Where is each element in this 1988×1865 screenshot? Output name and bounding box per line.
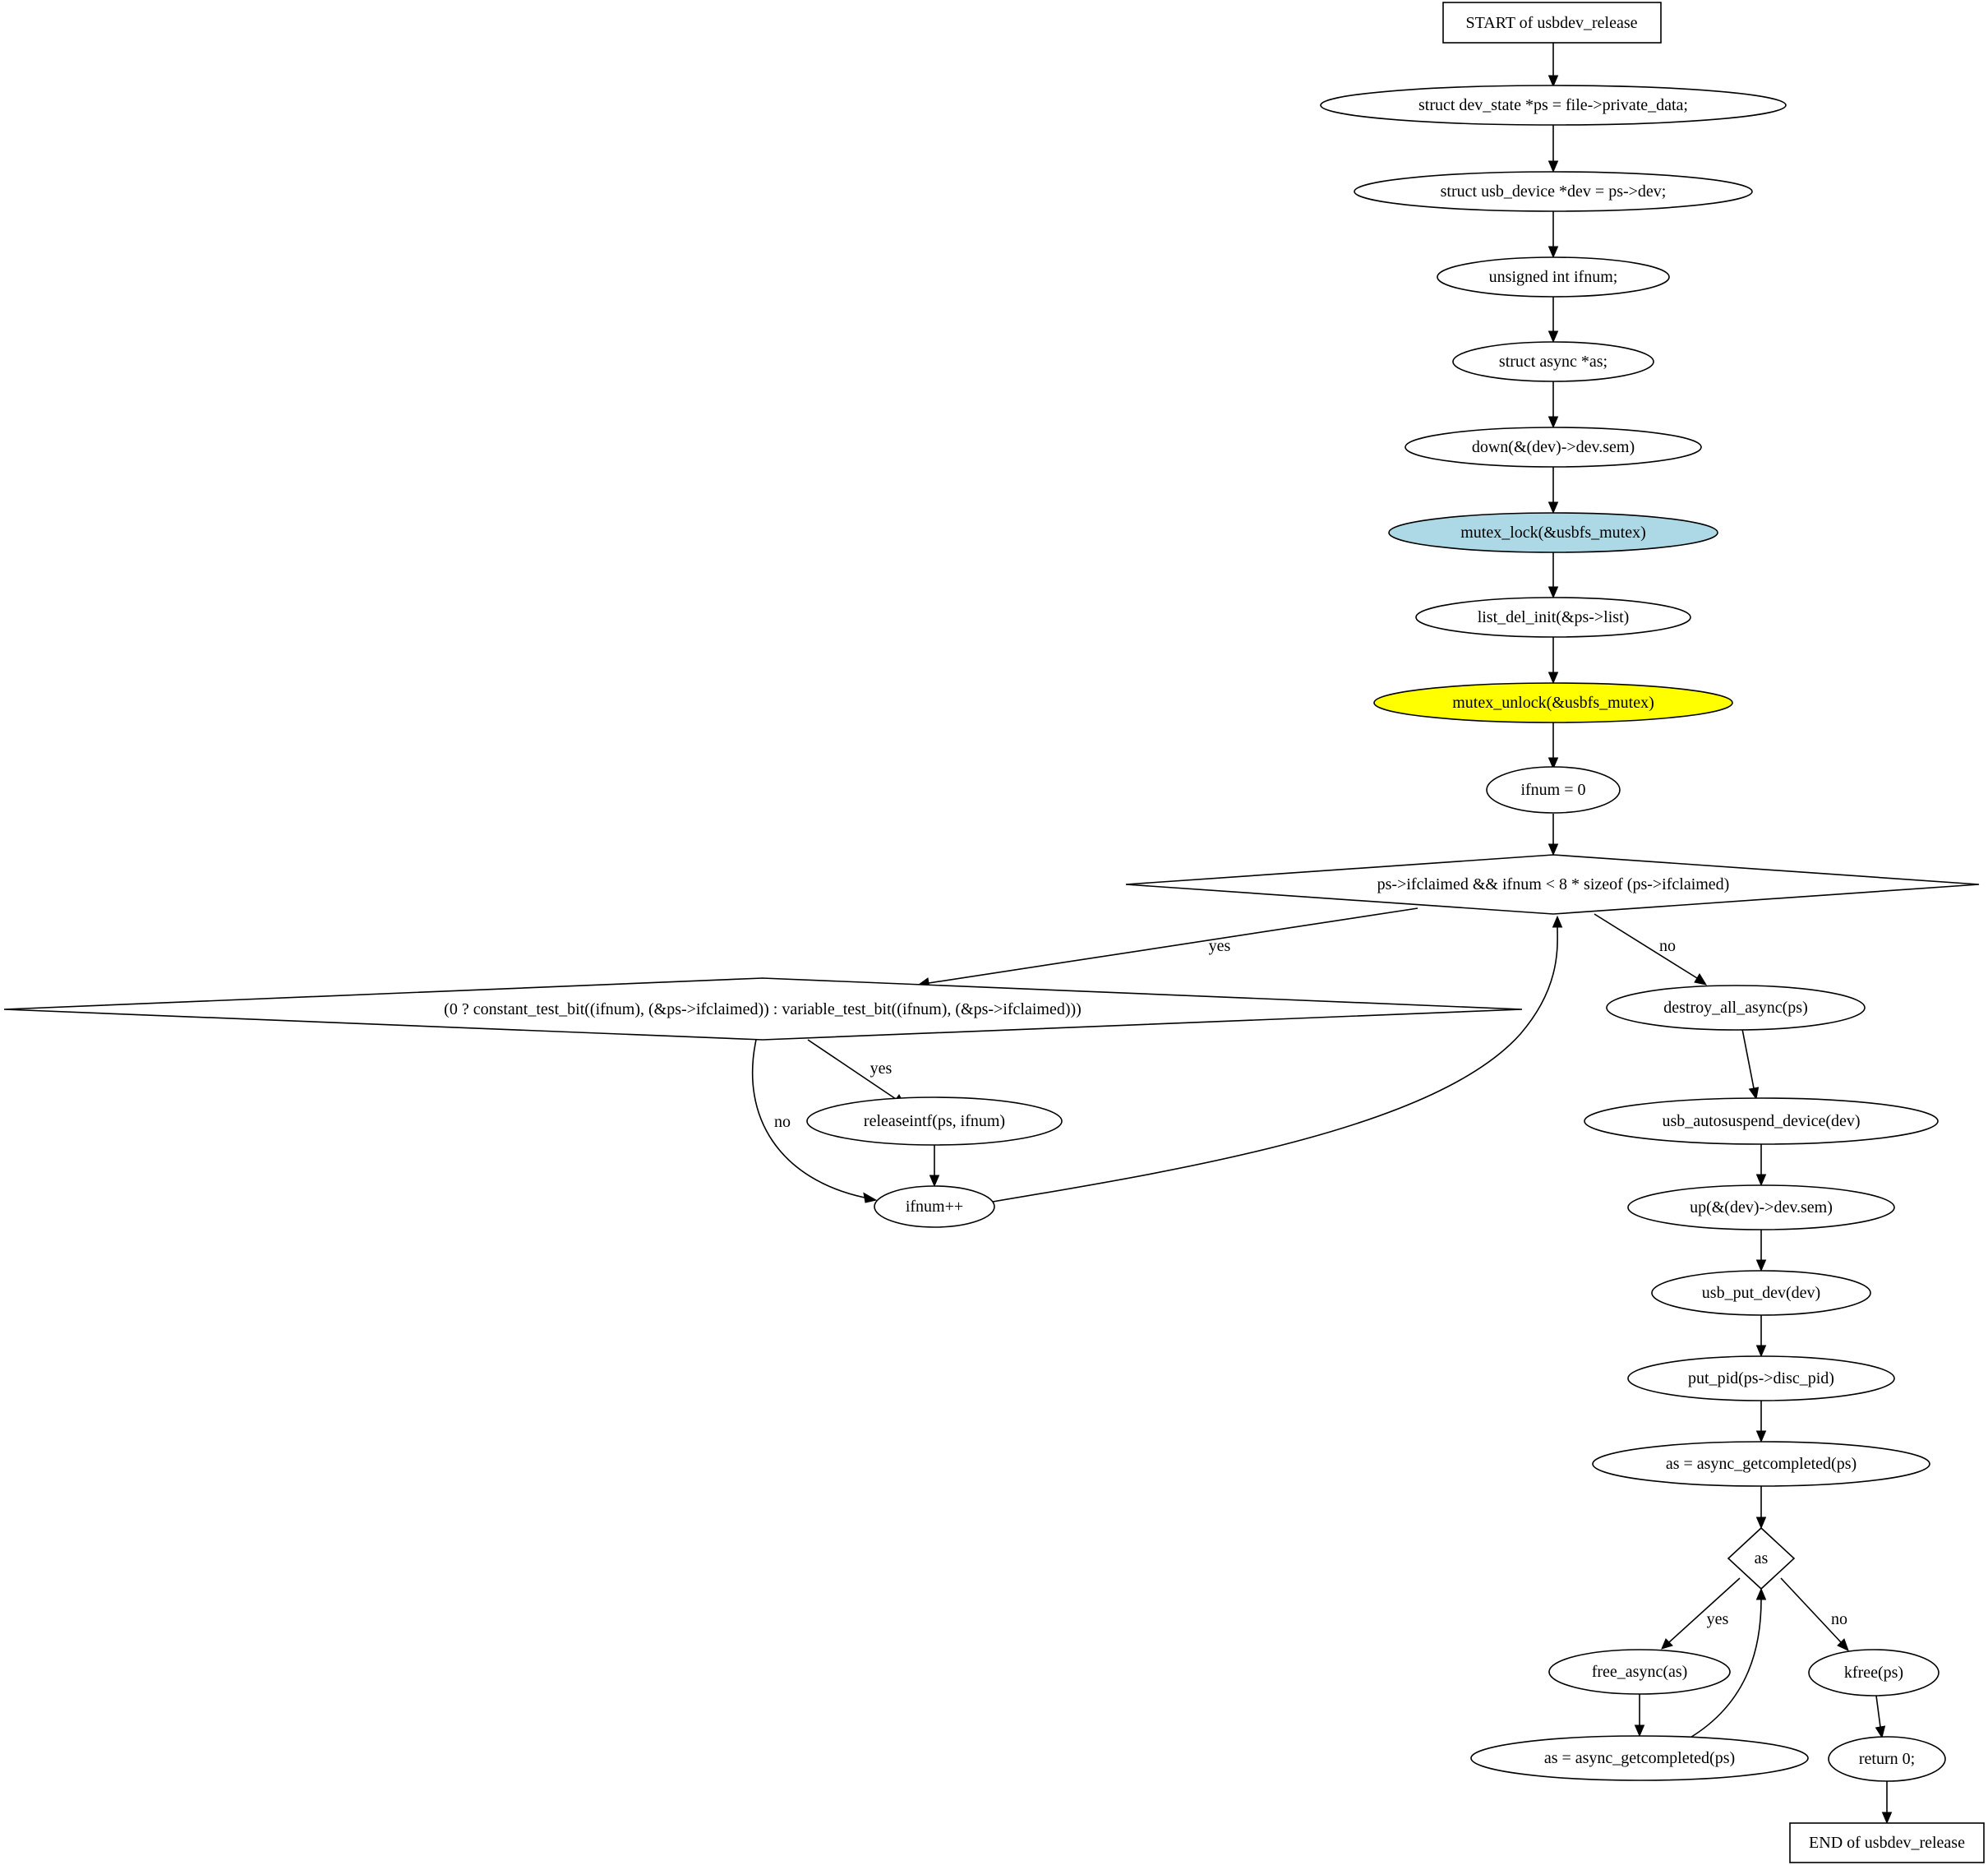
- node-as-cond: as: [1727, 1526, 1796, 1590]
- node-mutex-lock-label: mutex_lock(&usbfs_mutex): [1460, 524, 1646, 542]
- arrowhead: [1837, 1638, 1849, 1651]
- node-releaseintf-label: releaseintf(ps, ifnum): [864, 1112, 1005, 1130]
- node-down-sem-label: down(&(dev)->dev.sem): [1472, 438, 1635, 456]
- arrowhead: [1548, 416, 1559, 429]
- end-node-label: END of usbdev_release: [1809, 1834, 1965, 1852]
- arrowhead: [1548, 246, 1559, 259]
- node-test-bit-cond: (0 ? constant_test_bit((ifnum), (&ps->if…: [3, 977, 1523, 1041]
- node-autosuspend-label: usb_autosuspend_device(dev): [1662, 1112, 1860, 1130]
- arrowhead: [1548, 757, 1559, 770]
- arrowhead: [1548, 672, 1559, 685]
- node-ifnum-inc: ifnum++: [874, 1185, 995, 1228]
- node-ifnum-init-label: ifnum = 0: [1520, 781, 1585, 799]
- edge-test-bit-no: [751, 1039, 865, 1198]
- node-loop-cond: ps->ifclaimed && ifnum < 8 * sizeof (ps-…: [1125, 854, 1980, 915]
- node-mutex-unlock: mutex_unlock(&usbfs_mutex): [1373, 682, 1733, 723]
- edge-label-loop-yes: yes: [1209, 937, 1231, 955]
- edges: [751, 43, 1893, 1825]
- arrowhead: [1552, 915, 1563, 928]
- node-put-dev: usb_put_dev(dev): [1651, 1270, 1871, 1316]
- arrowhead: [1548, 330, 1559, 344]
- node-up-sem-label: up(&(dev)->dev.sem): [1690, 1198, 1833, 1216]
- end-node: END of usbdev_release: [1789, 1822, 1985, 1863]
- arrowhead: [1748, 1087, 1760, 1101]
- arrowhead: [1755, 1516, 1767, 1530]
- node-destroy-async-label: destroy_all_async(ps): [1663, 999, 1808, 1017]
- node-put-dev-label: usb_put_dev(dev): [1702, 1284, 1820, 1302]
- arrowhead: [1755, 1430, 1767, 1443]
- node-list-del-label: list_del_init(&ps->list): [1478, 608, 1630, 626]
- edge-kfree-to-return: [1875, 1695, 1881, 1728]
- edge-label-loop-no: no: [1659, 937, 1676, 955]
- node-up-sem: up(&(dev)->dev.sem): [1627, 1184, 1895, 1230]
- arrowhead: [1661, 1638, 1673, 1650]
- start-node: START of usbdev_release: [1442, 2, 1662, 44]
- node-ifnum-decl: unsigned int ifnum;: [1437, 256, 1670, 298]
- edge-test-bit-yes: [807, 1039, 897, 1100]
- edge-getcompleted-2-back-to-as-cond: [1688, 1599, 1762, 1739]
- start-node-label: START of usbdev_release: [1465, 14, 1637, 32]
- arrowhead: [863, 1192, 878, 1203]
- arrowhead: [1881, 1812, 1893, 1825]
- arrowhead: [1755, 1345, 1767, 1358]
- edge-loop-cond-yes: [928, 907, 1418, 984]
- arrowhead: [1548, 75, 1559, 88]
- arrowhead: [1548, 501, 1559, 515]
- node-getcompleted-1: as = async_getcompleted(ps): [1592, 1441, 1930, 1487]
- node-return-label: return 0;: [1859, 1750, 1915, 1768]
- node-ps-decl-label: struct dev_state *ps = file->private_dat…: [1418, 96, 1688, 114]
- arrowhead: [1548, 586, 1559, 599]
- node-free-async-label: free_async(as): [1592, 1663, 1688, 1681]
- node-dev-decl-label: struct usb_device *dev = ps->dev;: [1441, 182, 1667, 201]
- node-mutex-lock: mutex_lock(&usbfs_mutex): [1388, 512, 1718, 553]
- node-put-pid: put_pid(ps->disc_pid): [1627, 1355, 1895, 1401]
- node-ifnum-inc-label: ifnum++: [906, 1198, 963, 1216]
- node-test-bit-cond-label: (0 ? constant_test_bit((ifnum), (&ps->if…: [444, 1000, 1082, 1018]
- edge-as-cond-no: [1780, 1577, 1842, 1643]
- node-as-decl: struct async *as;: [1452, 341, 1654, 382]
- edge-label-test-bit-no: no: [774, 1113, 791, 1131]
- node-ifnum-decl-label: unsigned int ifnum;: [1489, 268, 1618, 286]
- arrowhead: [1634, 1724, 1645, 1738]
- arrowhead: [929, 1175, 940, 1188]
- node-getcompleted-2-label: as = async_getcompleted(ps): [1544, 1749, 1735, 1767]
- node-getcompleted-2: as = async_getcompleted(ps): [1470, 1735, 1809, 1781]
- node-kfree: kfree(ps): [1808, 1649, 1940, 1697]
- edge-label-as-no: no: [1831, 1610, 1847, 1628]
- node-autosuspend: usb_autosuspend_device(dev): [1584, 1097, 1939, 1145]
- nodes: START of usbdev_release struct dev_state…: [3, 2, 1985, 1863]
- node-destroy-async: destroy_all_async(ps): [1606, 985, 1866, 1031]
- arrowhead: [1548, 160, 1559, 173]
- node-down-sem: down(&(dev)->dev.sem): [1405, 427, 1702, 468]
- edge-ifnum-inc-back-to-loop-cond: [992, 926, 1558, 1203]
- edge-label-as-yes: yes: [1707, 1610, 1729, 1628]
- node-put-pid-label: put_pid(ps->disc_pid): [1688, 1369, 1834, 1387]
- node-kfree-label: kfree(ps): [1844, 1664, 1903, 1682]
- node-as-cond-label: as: [1755, 1549, 1769, 1567]
- node-dev-decl: struct usb_device *dev = ps->dev;: [1354, 171, 1753, 212]
- edge-loop-cond-no: [1594, 913, 1698, 979]
- node-list-del: list_del_init(&ps->list): [1415, 597, 1691, 638]
- edge-destroy-to-autosuspend: [1741, 1028, 1755, 1089]
- arrowhead: [1548, 843, 1559, 856]
- node-free-async: free_async(as): [1548, 1649, 1731, 1695]
- node-ifnum-init: ifnum = 0: [1486, 766, 1621, 814]
- arrowhead: [1755, 1587, 1767, 1600]
- node-return: return 0;: [1828, 1736, 1946, 1782]
- edge-labels: yes no yes no yes no: [774, 937, 1847, 1628]
- node-as-decl-label: struct async *as;: [1499, 353, 1607, 371]
- arrowhead: [1694, 973, 1708, 986]
- arrowhead: [1755, 1174, 1767, 1187]
- node-ps-decl: struct dev_state *ps = file->private_dat…: [1320, 85, 1787, 126]
- edge-as-cond-yes: [1668, 1577, 1741, 1643]
- node-releaseintf: releaseintf(ps, ifnum): [806, 1096, 1063, 1146]
- node-getcompleted-1-label: as = async_getcompleted(ps): [1666, 1455, 1857, 1473]
- arrowhead: [1875, 1725, 1886, 1739]
- arrowhead: [1755, 1259, 1767, 1272]
- edge-label-test-bit-yes: yes: [870, 1059, 893, 1078]
- node-mutex-unlock-label: mutex_unlock(&usbfs_mutex): [1452, 694, 1654, 712]
- node-loop-cond-label: ps->ifclaimed && ifnum < 8 * sizeof (ps-…: [1377, 875, 1730, 893]
